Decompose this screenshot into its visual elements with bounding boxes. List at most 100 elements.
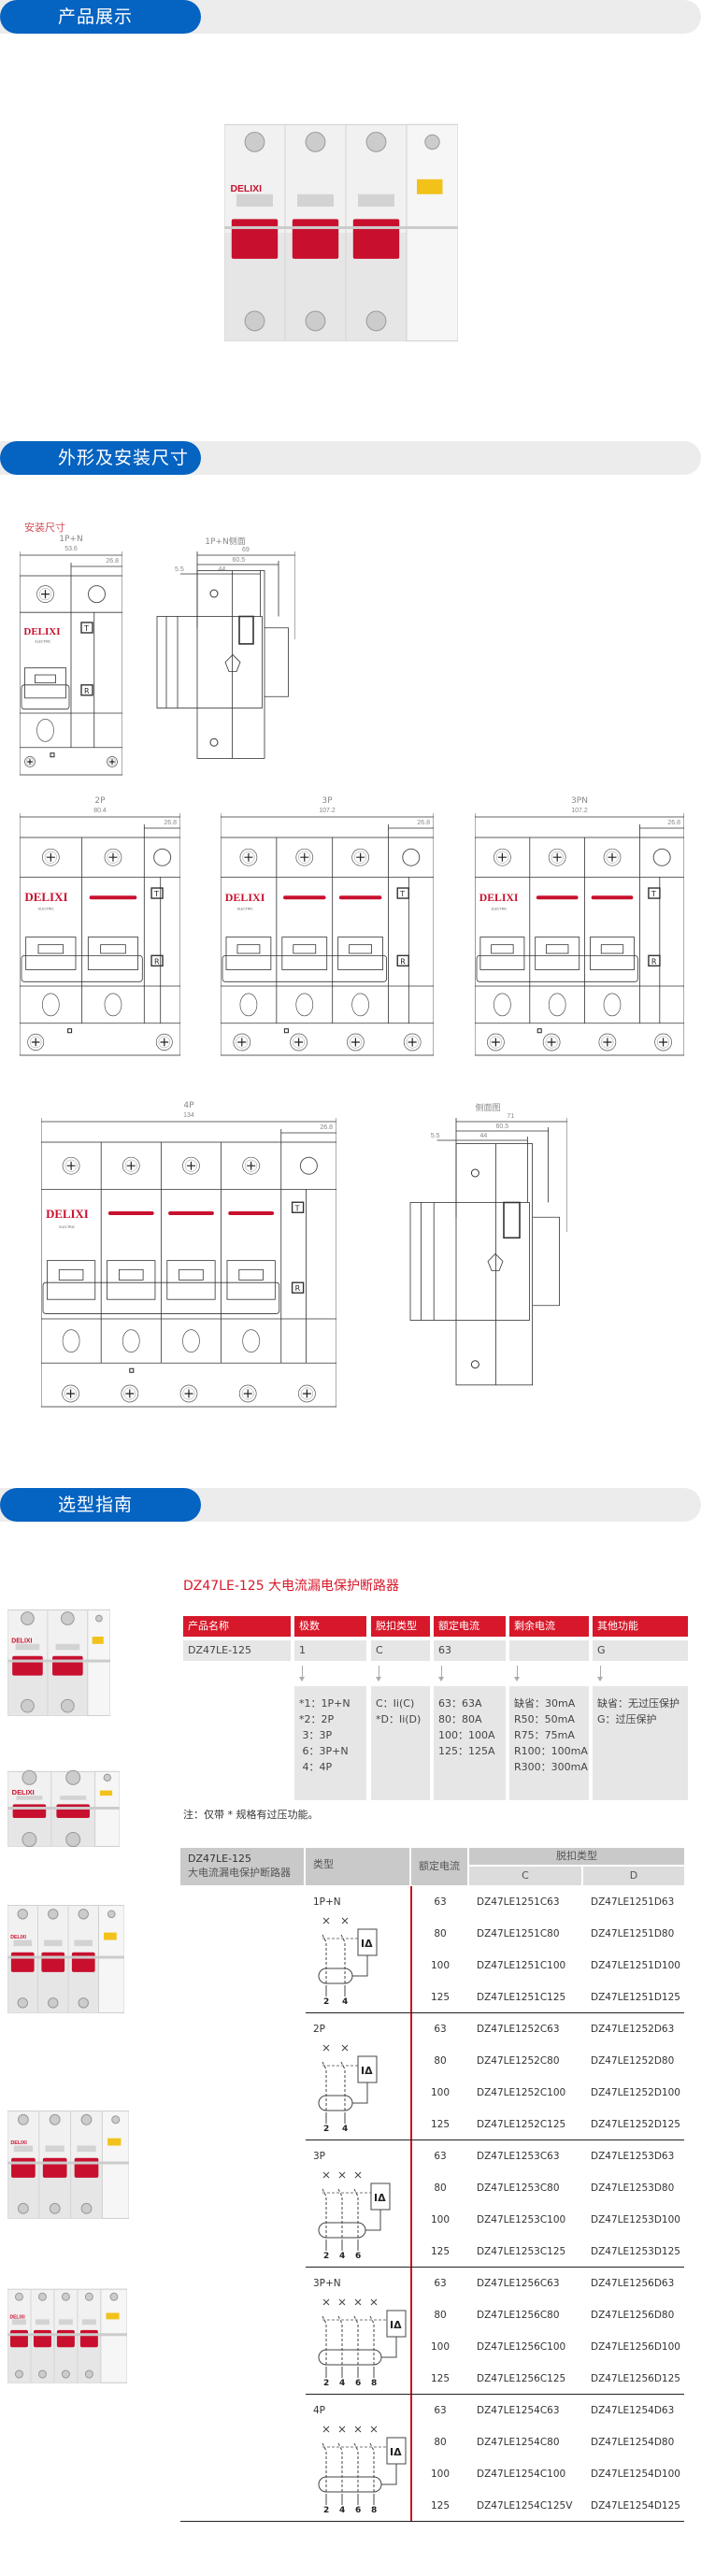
- terminal-hole: [41, 993, 60, 1017]
- red-handle: [11, 2157, 36, 2178]
- button-r-icon: [648, 954, 661, 967]
- terminal-screw-icon: [21, 1769, 37, 1785]
- switch-line: [322, 2061, 327, 2114]
- terminal-screw-icon: [17, 1997, 28, 2009]
- terminal-screw-icon: [84, 2369, 93, 2379]
- model-d-cell: DZ47LE1253D80: [591, 2182, 675, 2194]
- drawing-title: 1P+N: [59, 535, 83, 544]
- wiring-diagram-figure: IΔ: [318, 2426, 407, 2505]
- section-title: 产品展示: [0, 0, 201, 34]
- screw-cross: [603, 1038, 612, 1047]
- section-header-selection: 选型指南: [0, 1488, 701, 1522]
- handle: [281, 937, 328, 970]
- type-label: 3P: [313, 2151, 326, 2162]
- screw-icon: [27, 1034, 45, 1051]
- dimension-label: 26.8: [417, 820, 430, 826]
- code-value-cell: G: [593, 1640, 688, 1661]
- terminal-hole: [652, 848, 671, 866]
- button-t-icon: [291, 1201, 305, 1213]
- rated-current-cell: 100: [430, 2341, 451, 2353]
- handle: [590, 937, 635, 970]
- red-band: [283, 895, 326, 900]
- dimension-label: 5.5: [175, 566, 184, 573]
- rated-current-cell: 125: [430, 2500, 451, 2512]
- leakage-module: [100, 2288, 127, 2383]
- terminal-hole: [299, 1156, 318, 1175]
- model-d-cell: DZ47LE1256D63: [591, 2278, 675, 2289]
- screw-icon: [62, 1384, 79, 1403]
- label-icon: [238, 615, 254, 645]
- terminal-hole: [295, 993, 314, 1017]
- screw-cross: [27, 759, 33, 765]
- screw-ring: [406, 1036, 419, 1049]
- rated-current-cell: 80: [434, 2310, 447, 2321]
- terminal-screw-icon: [107, 1910, 116, 1919]
- terminal-hole: [122, 1329, 140, 1352]
- screw-cross: [125, 1389, 135, 1398]
- code-options-cell: *1：1P+N *2：2P 3：3P 6：3P+N 4：4P: [294, 1686, 366, 1800]
- screw-cross: [46, 852, 55, 862]
- screw-cross: [302, 1389, 311, 1398]
- screw-icon: [347, 1033, 365, 1052]
- brand-logo: DELIXI: [24, 890, 67, 904]
- button-label: T: [153, 890, 159, 898]
- rated-current-cell: 80: [434, 1928, 447, 1939]
- terminal-screw-icon: [60, 1698, 75, 1713]
- terminal-screw-icon: [244, 310, 265, 332]
- screw-ring: [64, 1159, 78, 1172]
- terminal-number: 8: [371, 2379, 378, 2388]
- sense-wire: [352, 1955, 368, 1977]
- switch-line: [340, 2061, 346, 2114]
- label-plate: [358, 193, 394, 208]
- red-band: [107, 1210, 154, 1215]
- drawing-title: 1P+N侧面: [205, 537, 246, 547]
- handle: [225, 937, 272, 970]
- sense-wire: [381, 2337, 397, 2358]
- dimension-label: 134: [183, 1112, 194, 1119]
- wiring-diagram-figure: IΔ: [318, 2171, 391, 2251]
- screw-cross: [186, 1161, 195, 1170]
- terminal-hole: [351, 993, 369, 1017]
- dimension-label: 80.4: [93, 808, 107, 814]
- current-transformer: [318, 2349, 382, 2366]
- terminal-number: 6: [355, 2252, 362, 2261]
- screw-ring: [182, 1387, 195, 1400]
- test-button-icon: [104, 1932, 117, 1940]
- screw-ring: [184, 1159, 198, 1172]
- label-plate: [55, 1643, 80, 1651]
- screw-ring: [25, 757, 35, 766]
- red-handle: [71, 1952, 95, 1972]
- contact-x-icon: [370, 2298, 378, 2306]
- side-base: [156, 616, 263, 708]
- terminal-screw-icon: [95, 1614, 103, 1623]
- screw-icon: [494, 848, 511, 866]
- terminal-screw-icon: [37, 2369, 47, 2379]
- handle: [535, 937, 580, 970]
- label-plate: [15, 1643, 40, 1651]
- switch-line: [322, 2188, 327, 2241]
- code-header-cell: 剩余电流: [509, 1616, 589, 1637]
- test-button-icon: [92, 1637, 104, 1644]
- label-plate: [45, 2145, 64, 2153]
- terminal-number: 4: [339, 2379, 346, 2388]
- terminal-screw-icon: [65, 1832, 81, 1848]
- current-transformer: [318, 2095, 353, 2111]
- button-t-icon: [648, 887, 661, 899]
- screw-ring: [241, 1387, 254, 1400]
- switch-line: [340, 1934, 346, 1987]
- screw-ring: [657, 1036, 670, 1049]
- terminal-number: 8: [371, 2506, 378, 2515]
- rated-current-header: 额定电流: [411, 1848, 467, 1885]
- test-button-icon: [106, 2312, 120, 2320]
- section-header-product: 产品展示: [0, 0, 701, 34]
- terminal-screw-icon: [21, 1832, 37, 1848]
- contact-x-icon: [322, 2298, 330, 2306]
- handle-bar: [21, 684, 70, 710]
